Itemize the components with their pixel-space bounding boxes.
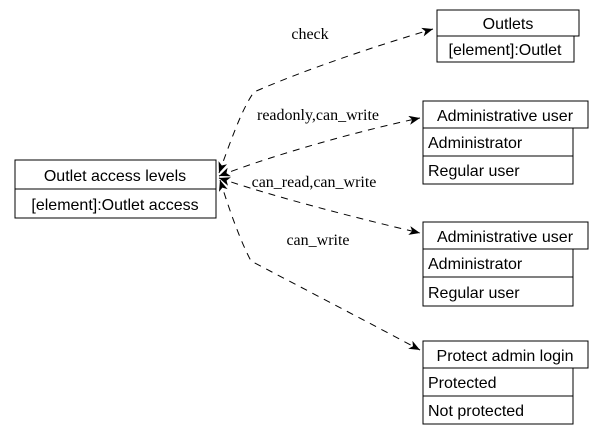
edge-label-readonly-can-write: readonly,can_write	[257, 107, 379, 124]
edge-label-check: check	[291, 26, 328, 43]
node-title: Administrative user	[437, 108, 574, 125]
node-title-cell	[422, 340, 589, 369]
node-outlet-access-levels: Outlet access levels [element]:Outlet ac…	[14, 159, 217, 219]
edge-can-write	[218, 179, 421, 351]
node-option: Regular user	[428, 163, 520, 180]
node-title: Outlet access levels	[44, 168, 186, 185]
node-title-cell	[422, 221, 589, 250]
node-option: Administrator	[428, 256, 523, 273]
edge-label-can-write: can_write	[286, 232, 349, 249]
edge-readonly-can-write	[218, 115, 421, 177]
node-subtitle-cell	[436, 35, 575, 63]
node-administrative-user-1: Administrative user Administrator Regula…	[422, 100, 589, 185]
node-subtitle-cell	[14, 188, 217, 219]
node-option-cell	[422, 155, 574, 185]
node-option: Protected	[428, 375, 496, 392]
node-option-cell	[422, 276, 574, 307]
node-title: Outlets	[483, 16, 534, 33]
node-administrative-user-2: Administrative user Administrator Regula…	[422, 221, 589, 307]
node-title: Administrative user	[437, 229, 574, 246]
node-option-cell	[422, 248, 574, 278]
node-option: Regular user	[428, 285, 520, 302]
node-title: Protect admin login	[437, 348, 574, 365]
node-protect-admin-login: Protect admin login Protected Not protec…	[422, 340, 589, 425]
node-title-cell	[436, 9, 580, 37]
node-subtitle: [element]:Outlet	[449, 42, 563, 59]
edge-check	[218, 27, 434, 174]
node-option-cell	[422, 395, 574, 425]
node-subtitle: [element]:Outlet access	[31, 197, 198, 214]
node-option: Administrator	[428, 135, 523, 152]
node-outlets: Outlets [element]:Outlet	[436, 9, 580, 63]
node-option: Not protected	[428, 403, 524, 420]
edge-label-can-read-can-write: can_read,can_write	[252, 174, 377, 191]
